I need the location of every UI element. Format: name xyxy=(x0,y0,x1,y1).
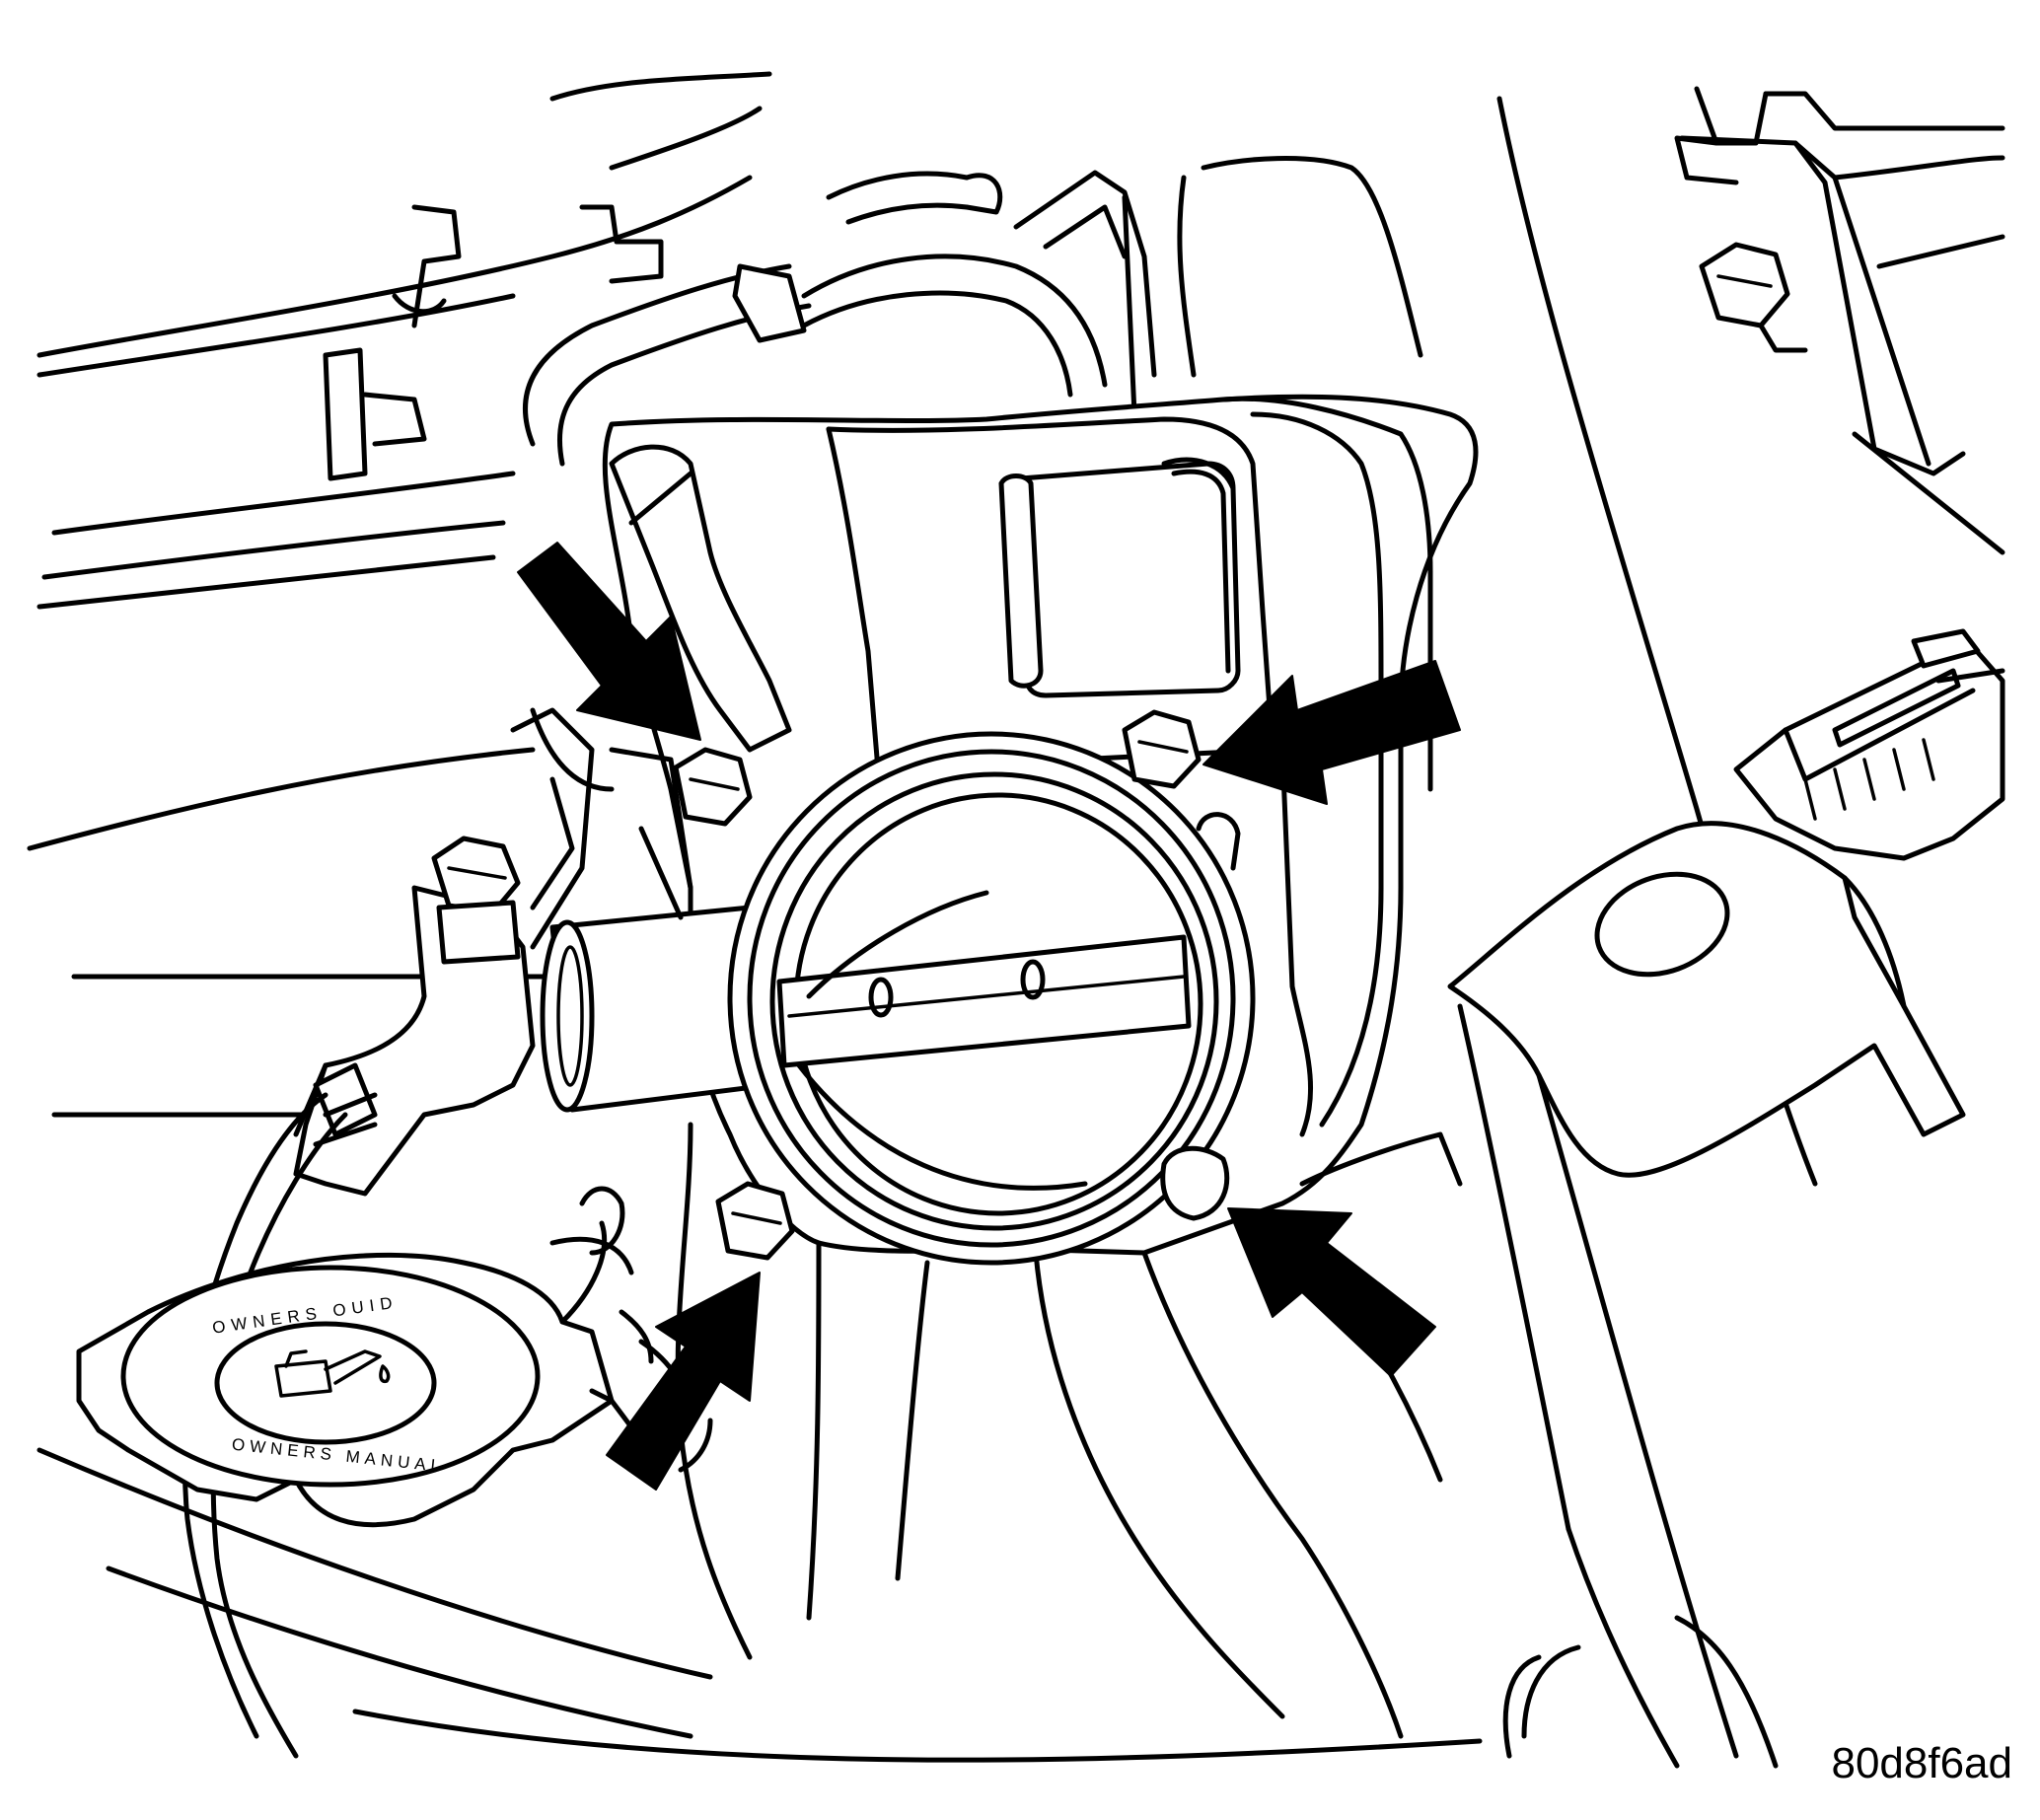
arrow-lower-left-bolt xyxy=(606,1272,761,1491)
throttle-bore xyxy=(727,731,1256,1266)
right-side-structures xyxy=(1447,86,2005,1769)
arrow-upper-right-bolt xyxy=(1202,660,1461,805)
callout-arrows xyxy=(517,542,1461,1491)
bolt-upper-left xyxy=(673,747,753,827)
engine-bay-background xyxy=(27,71,1483,1763)
mounting-bolts xyxy=(673,709,1241,1261)
arrow-lower-right-bolt xyxy=(1227,1207,1436,1377)
left-sensor-assembly xyxy=(182,707,595,1759)
hoses xyxy=(523,156,1423,467)
bolt-upper-right xyxy=(1122,709,1202,789)
bolt-lower-right xyxy=(1160,1145,1230,1221)
reference-code: 80d8f6ad xyxy=(1831,1739,2012,1787)
oil-can-icon xyxy=(274,1349,391,1398)
bolt-lower-left xyxy=(715,1181,795,1261)
oil-filler-cap: OWNERS OUID OWNERS MANUAL xyxy=(76,1186,713,1528)
arrow-upper-left-bolt xyxy=(517,542,701,741)
